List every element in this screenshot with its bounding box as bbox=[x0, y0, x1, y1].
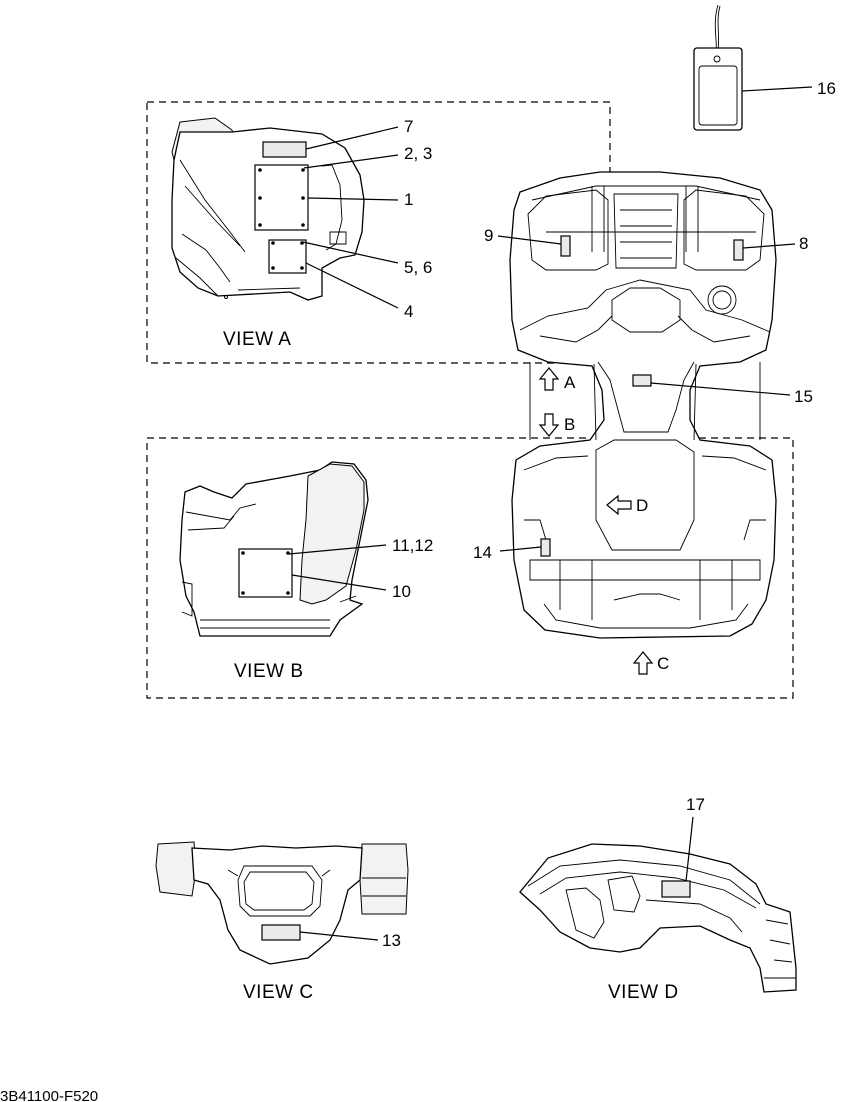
view-b-frame bbox=[146, 437, 794, 699]
part-label-11-12: 11,12 bbox=[392, 536, 433, 555]
decal-9 bbox=[560, 235, 571, 257]
leader-4 bbox=[305, 262, 399, 309]
part-label-13: 13 bbox=[382, 931, 401, 950]
arrow-up-c-icon bbox=[632, 651, 654, 675]
decal-8 bbox=[733, 239, 744, 261]
arrow-left-d-icon bbox=[606, 494, 632, 516]
leader-16 bbox=[741, 86, 813, 92]
leader-1 bbox=[307, 197, 399, 201]
part-label-5-6: 5, 6 bbox=[404, 258, 432, 277]
part-label-7: 7 bbox=[404, 117, 413, 136]
part-label-2-3: 2, 3 bbox=[404, 144, 432, 163]
decal-17 bbox=[661, 880, 691, 898]
view-c-rear-panel bbox=[155, 841, 409, 965]
leader-17 bbox=[685, 816, 694, 882]
leader-14 bbox=[499, 546, 542, 552]
decal-7 bbox=[262, 141, 307, 158]
part-label-8: 8 bbox=[799, 234, 808, 253]
part-label-1: 1 bbox=[404, 190, 413, 209]
decal-rivets-b bbox=[241, 551, 290, 595]
arrow-label-a: A bbox=[564, 373, 576, 392]
leader-8 bbox=[742, 243, 796, 249]
arrow-label-b: B bbox=[564, 415, 575, 434]
part-label-10: 10 bbox=[392, 582, 411, 601]
arrow-up-a-icon bbox=[538, 367, 560, 391]
decal-rivets-a bbox=[258, 168, 305, 270]
view-c-label: VIEW C bbox=[243, 982, 314, 1003]
decal-1 bbox=[254, 164, 309, 231]
leader-9 bbox=[497, 235, 562, 245]
part-label-4: 4 bbox=[404, 302, 413, 321]
hang-tag bbox=[693, 4, 743, 131]
decal-14 bbox=[540, 538, 551, 557]
part-label-15: 15 bbox=[794, 387, 813, 406]
decal-10 bbox=[238, 548, 293, 598]
atv-top-view bbox=[509, 171, 777, 639]
leader-13 bbox=[299, 931, 379, 941]
leader-2-3 bbox=[303, 154, 399, 169]
decal-15 bbox=[632, 374, 652, 387]
view-d-label: VIEW D bbox=[608, 982, 679, 1003]
leader-7 bbox=[305, 126, 399, 150]
view-d-side-body bbox=[519, 843, 797, 993]
drawing-code: 3B41100-F520 bbox=[0, 1088, 98, 1102]
arrow-down-b-icon bbox=[538, 413, 560, 437]
decal-4 bbox=[268, 239, 307, 274]
leader-10 bbox=[291, 574, 387, 591]
part-label-16: 16 bbox=[817, 79, 836, 98]
view-a-label: VIEW A bbox=[223, 329, 291, 350]
arrow-label-c: C bbox=[657, 654, 669, 673]
leader-5-6 bbox=[302, 241, 399, 264]
leader-15 bbox=[650, 382, 791, 396]
part-label-17: 17 bbox=[686, 795, 705, 814]
arrow-label-d: D bbox=[636, 496, 648, 515]
part-label-14: 14 bbox=[473, 543, 492, 562]
decal-13 bbox=[261, 924, 301, 941]
view-b-label: VIEW B bbox=[234, 661, 304, 682]
leader-11-12 bbox=[288, 544, 387, 555]
part-label-9: 9 bbox=[484, 226, 493, 245]
